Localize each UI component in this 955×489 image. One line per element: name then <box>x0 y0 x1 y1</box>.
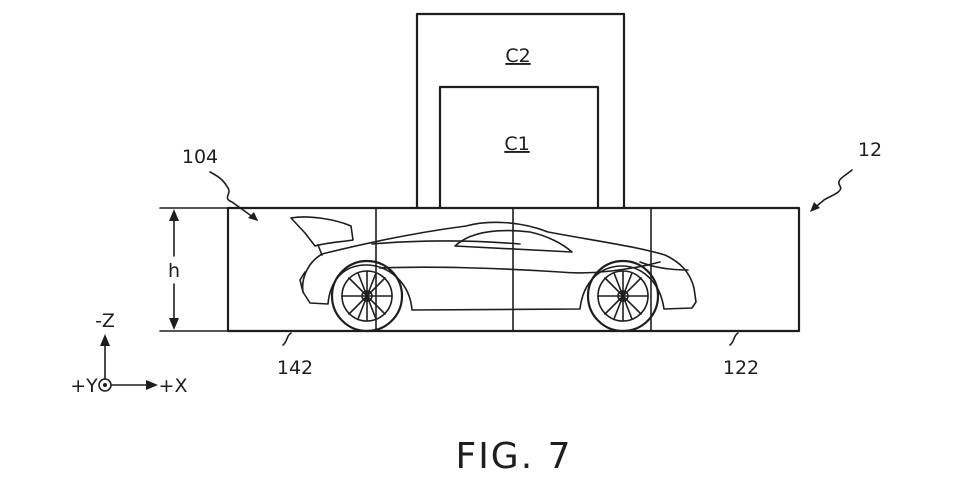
cabinet-c1-outline <box>438 85 600 209</box>
leader-122 <box>729 332 739 346</box>
car-rear-wing <box>290 216 354 247</box>
label-142: 142 <box>277 357 313 379</box>
label-122: 122 <box>723 357 759 379</box>
car-side-crease <box>379 261 661 274</box>
axis-x-arrowhead <box>146 380 158 390</box>
reference-122: 122 <box>723 332 759 379</box>
leader-104 <box>209 171 258 221</box>
car-rear-bumper <box>299 271 306 293</box>
cabinet-c2: C2 <box>415 12 626 209</box>
label-104: 104 <box>182 146 218 168</box>
arrowhead-104 <box>248 212 258 221</box>
reference-12: 12 <box>810 139 882 212</box>
axis-z-arrowhead <box>100 334 110 346</box>
cabinet-c1: C1 <box>438 85 600 209</box>
label-axis-pos-x: +X <box>159 375 188 397</box>
arrowhead-12 <box>810 202 820 212</box>
label-height: h <box>168 260 180 282</box>
leader-12 <box>811 169 853 211</box>
coordinate-axes: -Z +Y +X <box>70 310 187 397</box>
height-arrowhead-top <box>169 209 179 221</box>
reference-104: 104 <box>182 146 258 221</box>
figure-caption: FIG. 7 <box>455 436 572 477</box>
label-c2: C2 <box>505 45 530 67</box>
car-rear-tire <box>330 259 404 333</box>
label-axis-pos-y: +Y <box>70 375 98 397</box>
leader-142 <box>282 332 292 346</box>
axis-y-origin-dot <box>103 383 107 387</box>
car-front-tire <box>586 259 660 333</box>
height-dimension: h <box>159 207 229 332</box>
car-side-window <box>454 229 573 253</box>
car-front-spokes <box>597 270 649 322</box>
label-12: 12 <box>858 139 882 161</box>
car-front-intake <box>639 261 689 271</box>
label-axis-neg-z: -Z <box>95 310 115 332</box>
cabinet-c2-outline <box>415 12 626 209</box>
reference-142: 142 <box>277 332 313 379</box>
car-illustration <box>290 216 697 333</box>
axis-y-origin-circle <box>98 378 112 392</box>
display-panel <box>226 206 801 333</box>
car-wing-strut <box>317 244 323 256</box>
height-arrowhead-bottom <box>169 318 179 330</box>
label-c1: C1 <box>504 133 529 155</box>
car-shoulder-line <box>371 240 521 245</box>
car-rear-spokes <box>341 270 393 322</box>
